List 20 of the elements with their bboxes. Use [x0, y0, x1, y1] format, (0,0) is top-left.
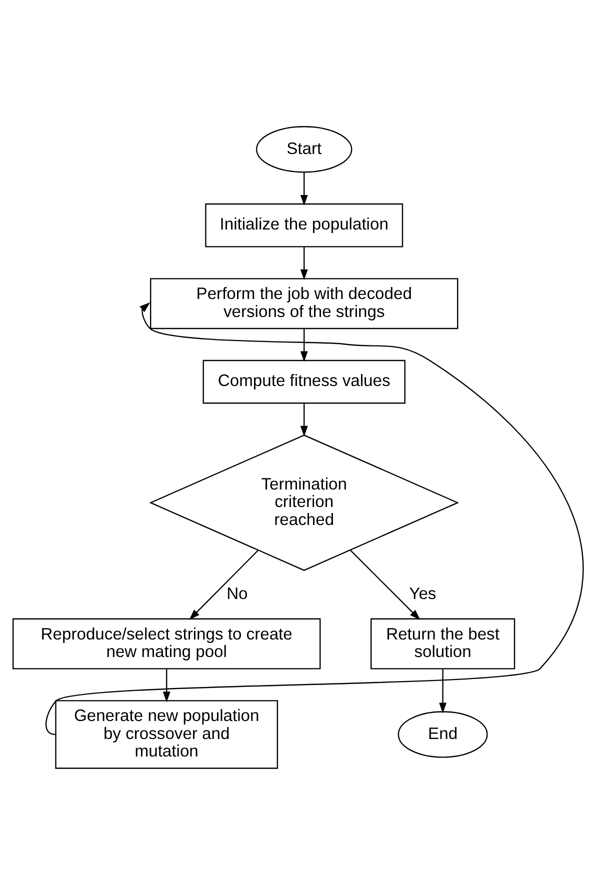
arrow	[300, 246, 308, 280]
node-box: Generate new population by crossover and mutation	[55, 700, 278, 769]
arrow	[189, 550, 258, 620]
arrow	[300, 328, 308, 362]
arrow	[162, 669, 170, 702]
node-ellipse: End	[398, 711, 488, 758]
arrow	[300, 172, 308, 206]
arrow	[46, 302, 584, 735]
node-box: Compute fitness values	[202, 360, 406, 404]
node-box: Return the best solution	[370, 618, 516, 670]
arrow	[350, 550, 420, 620]
node-box: Perform the job with decoded versions of the strings	[150, 278, 458, 330]
arrow	[300, 404, 308, 437]
arrow	[439, 669, 447, 714]
node-ellipse: Start	[256, 126, 352, 173]
node-box: Initialize the population	[205, 203, 404, 248]
node-diamond: Termination criterion reached	[149, 434, 460, 571]
edge-label: Yes	[409, 584, 436, 603]
edge-label: No	[226, 584, 248, 603]
node-box: Reproduce/select strings to create new mating pool	[12, 618, 321, 670]
